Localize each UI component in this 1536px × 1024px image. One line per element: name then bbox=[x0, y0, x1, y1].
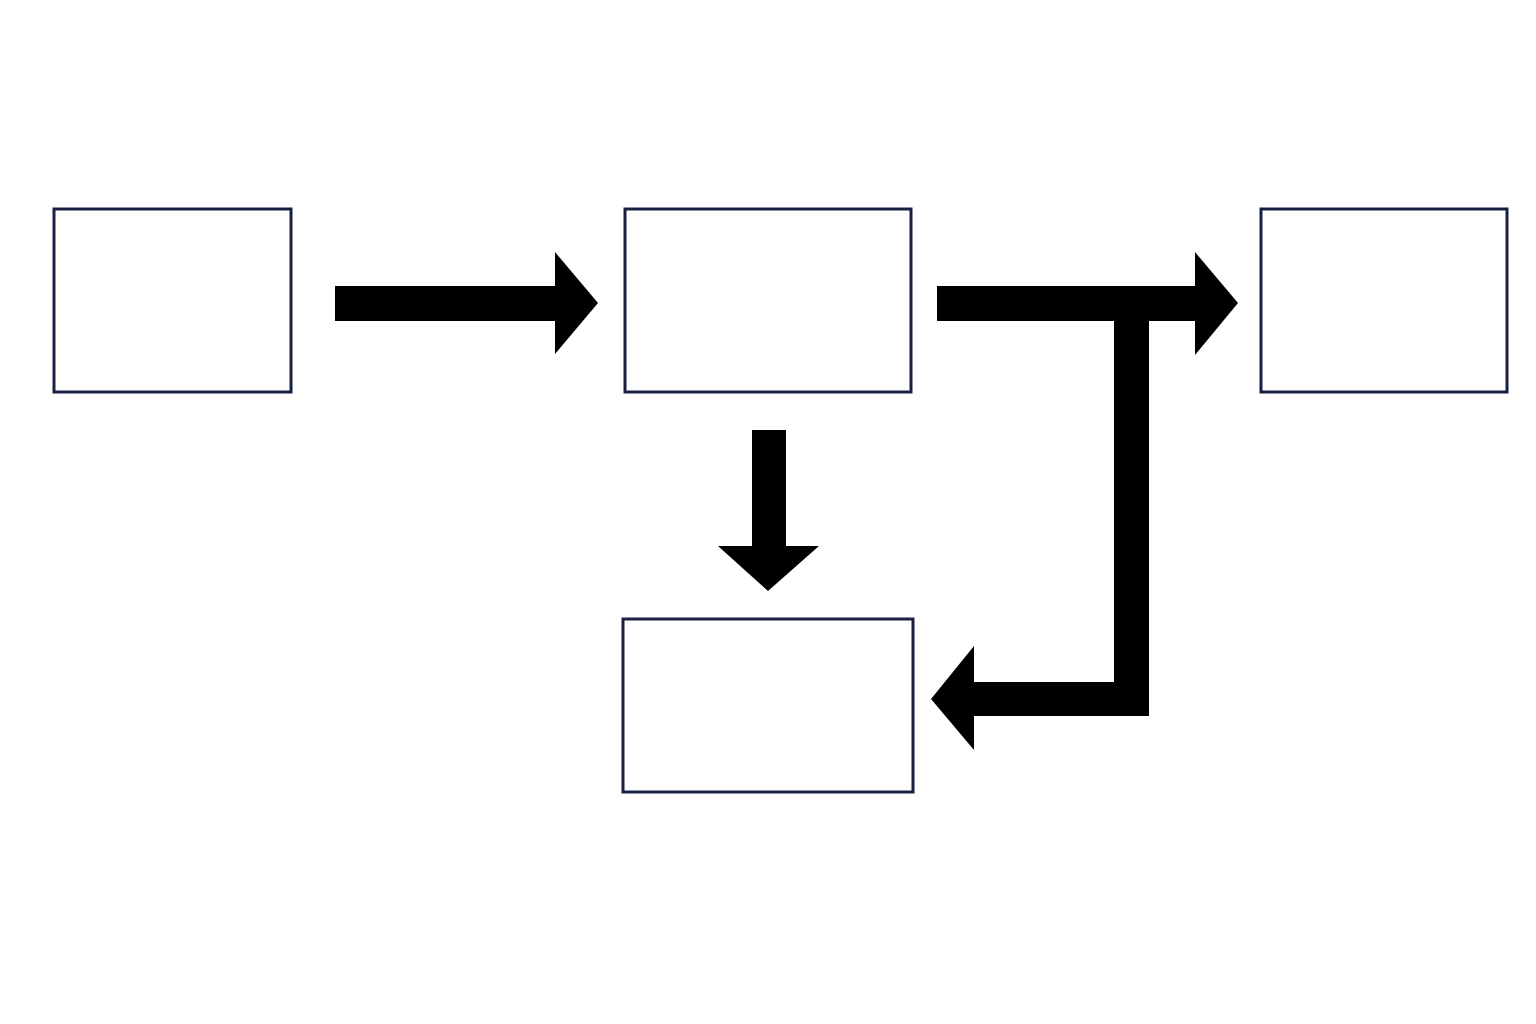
node-bottom-box bbox=[621, 617, 915, 794]
node-center-box bbox=[623, 207, 913, 394]
node-right[interactable] bbox=[1259, 207, 1509, 394]
arrow-center-to-bottom bbox=[718, 430, 819, 591]
arrow-center-to-right bbox=[937, 252, 1238, 355]
node-center[interactable] bbox=[623, 207, 913, 394]
arrow-loop-to-bottom bbox=[931, 316, 1149, 750]
node-bottom[interactable] bbox=[621, 617, 915, 794]
node-left[interactable] bbox=[52, 207, 293, 394]
node-right-box bbox=[1259, 207, 1509, 394]
node-left-box bbox=[52, 207, 293, 394]
arrow-left-to-center bbox=[335, 252, 598, 354]
